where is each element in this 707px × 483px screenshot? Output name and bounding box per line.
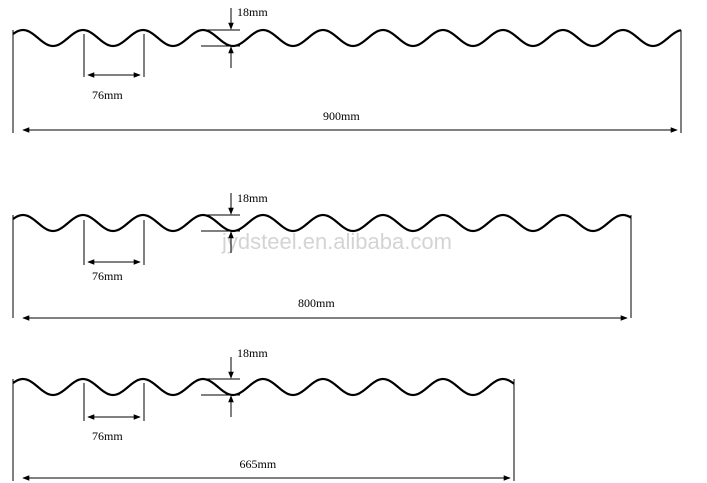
profile-665: 18mm 76mm 665mm: [12, 346, 515, 481]
wave-profile: [12, 377, 515, 397]
pitch-label: 76mm: [92, 429, 123, 443]
width-label: 665mm: [240, 457, 277, 471]
width-label: 800mm: [298, 296, 335, 310]
pitch-label: 76mm: [92, 88, 123, 102]
height-label: 18mm: [237, 5, 268, 19]
profile-900: 18mm 76mm 900mm: [12, 5, 682, 133]
height-label: 18mm: [237, 346, 268, 360]
width-label: 900mm: [323, 109, 360, 123]
wave-profile: [12, 213, 632, 233]
profile-800: 18mm 76mm 800mm: [12, 191, 632, 321]
wave-profile: [12, 28, 682, 48]
pitch-label: 76mm: [92, 269, 123, 283]
height-label: 18mm: [237, 191, 268, 205]
watermark-text: jydsteel.en.alibaba.com: [221, 229, 452, 254]
